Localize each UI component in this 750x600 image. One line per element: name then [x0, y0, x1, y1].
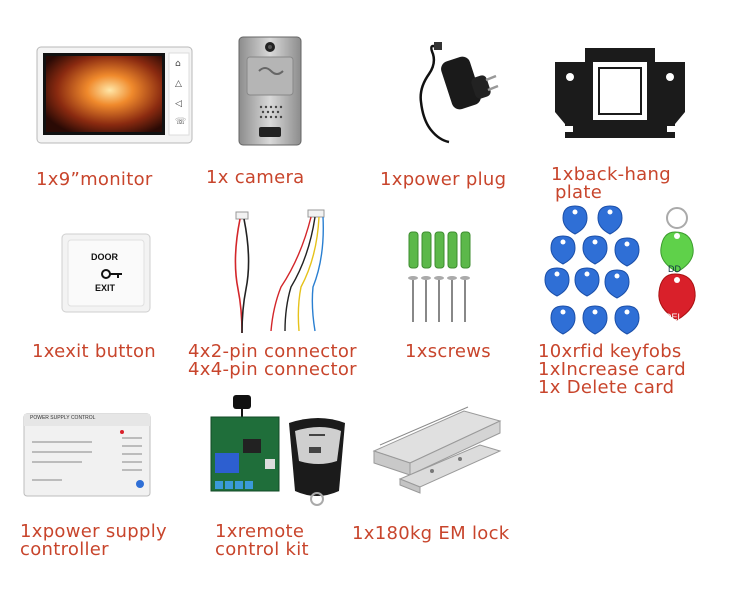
screws-image	[408, 231, 471, 322]
connectors-label-line1: 4x2-pin connector	[188, 341, 357, 362]
remote-kit-image	[210, 395, 345, 506]
up-icon: △	[175, 79, 182, 89]
power-plug-item	[398, 40, 499, 145]
exit-button-image	[61, 233, 151, 313]
camera-label: 1x camera	[206, 167, 305, 188]
connectors-image	[234, 209, 325, 334]
power-plug-label: 1xpower plug	[380, 169, 507, 190]
back-plate-label-line2: plate	[555, 182, 603, 203]
increase-card-text: DD	[668, 264, 681, 274]
em-lock-image	[372, 406, 502, 494]
power-supply-label-line2: controller	[20, 539, 109, 560]
home-icon: ⌂	[175, 59, 181, 69]
power-supply-item: POWER SUPPLY CONTROL	[22, 412, 152, 498]
exit-button-label: 1xexit button	[32, 341, 157, 362]
keyfobs-label-line3: 1x Delete card	[538, 377, 675, 398]
remote-kit-item	[205, 395, 350, 507]
exit-button-item: DOOR EXIT	[60, 232, 152, 314]
camera-image	[238, 36, 302, 146]
exit-text: EXIT	[95, 283, 116, 293]
delete-card-text: DEL	[665, 312, 683, 322]
monitor-image	[36, 46, 193, 144]
connectors-label-line2: 4x4-pin connector	[188, 359, 357, 380]
power-plug-image	[419, 42, 499, 144]
screws-label: 1xscrews	[405, 341, 491, 362]
phone-icon: ☏	[175, 117, 187, 127]
keyfobs-label-line2: 1xIncrease card	[538, 359, 686, 380]
screws-item	[405, 228, 485, 328]
connectors-item	[222, 208, 342, 338]
keyfobs-label-line1: 10xrfid keyfobs	[538, 341, 682, 362]
remote-kit-label-line1: 1xremote	[215, 521, 305, 542]
power-supply-title: POWER SUPPLY CONTROL	[30, 415, 96, 421]
keyfobs-item: DD DEL	[544, 200, 705, 342]
monitor-label: 1x9”monitor	[36, 169, 153, 190]
back-icon: ◁	[175, 99, 182, 109]
door-text: DOOR	[91, 252, 118, 262]
back-plate-image	[555, 48, 685, 138]
keyfobs-image	[544, 205, 696, 335]
power-supply-label-line1: 1xpower supply	[20, 521, 167, 542]
power-supply-image	[23, 413, 151, 497]
back-plate-label-line1: 1xback-hang	[551, 164, 671, 185]
monitor-item: ⌂ △ ◁ ☏	[35, 45, 195, 145]
em-lock-item	[370, 405, 505, 495]
back-plate-item	[545, 42, 695, 144]
camera-item	[235, 35, 305, 147]
em-lock-label: 1x180kg EM lock	[352, 523, 510, 544]
remote-kit-label-line2: control kit	[215, 539, 309, 560]
